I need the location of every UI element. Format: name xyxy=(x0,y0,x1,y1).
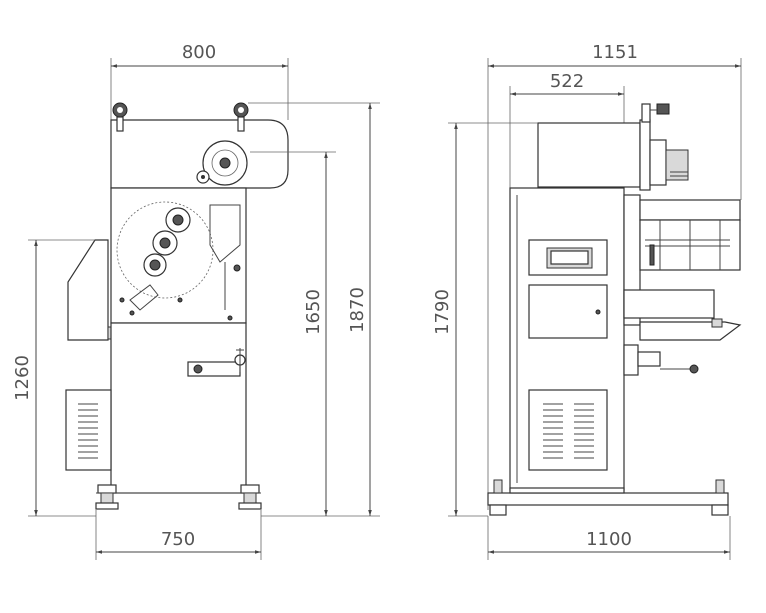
gear-assembly-icon xyxy=(116,201,241,321)
door-lock-icon xyxy=(595,309,601,315)
front-foot-left xyxy=(95,484,119,510)
side-vent-panel xyxy=(528,389,608,471)
dimension-750: 750 xyxy=(95,510,262,560)
dimension-800: 800 xyxy=(110,42,289,120)
roller-right-icon xyxy=(233,102,249,132)
side-mechanism xyxy=(623,194,742,376)
side-base-top xyxy=(509,487,625,494)
dimension-1260: 1260 xyxy=(12,239,96,517)
dim-label-1650: 1650 xyxy=(303,289,324,335)
control-screen xyxy=(528,239,608,276)
side-vent-grille xyxy=(543,403,594,459)
dimension-1790: 1790 xyxy=(432,122,538,517)
front-vent-grille xyxy=(78,403,98,459)
dimension-1100: 1100 xyxy=(487,516,731,560)
front-vent-box xyxy=(65,389,112,471)
roller-left-icon xyxy=(112,102,128,132)
dim-label-1260: 1260 xyxy=(12,355,33,401)
dimension-1650: 1650 xyxy=(250,151,336,517)
electrical-door xyxy=(528,284,608,339)
side-foot-left xyxy=(489,479,507,516)
dim-label-750: 750 xyxy=(161,529,195,550)
front-foot-right xyxy=(238,484,262,510)
side-foot-right xyxy=(711,479,729,516)
motor-icon xyxy=(537,103,689,191)
dim-label-522: 522 xyxy=(550,71,584,92)
dimension-1151: 1151 xyxy=(487,42,742,510)
dim-label-1790: 1790 xyxy=(432,289,453,335)
side-base xyxy=(487,492,729,506)
dim-label-1100: 1100 xyxy=(586,529,632,550)
dim-label-1870: 1870 xyxy=(347,287,368,333)
dim-label-800: 800 xyxy=(182,42,216,63)
dimension-1870: 1870 xyxy=(248,102,380,517)
pulley-icon xyxy=(196,140,248,186)
left-hopper xyxy=(67,239,109,341)
dim-label-1151: 1151 xyxy=(592,42,638,63)
front-cabinet xyxy=(110,322,247,494)
front-view: 800 xyxy=(12,42,380,560)
side-view: 1151 522 xyxy=(432,42,742,560)
adjuster-icon xyxy=(187,348,246,377)
